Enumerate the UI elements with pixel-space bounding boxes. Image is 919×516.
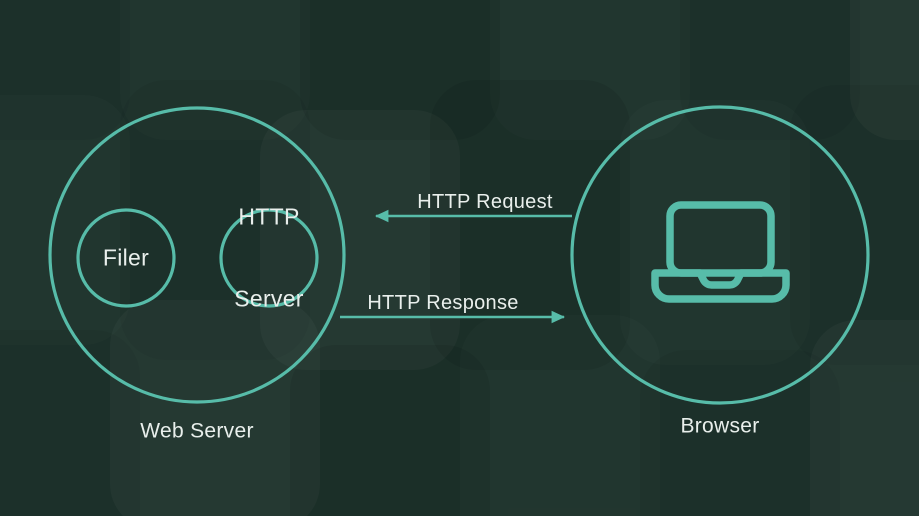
http-server-label-line1: HTTP [238, 203, 300, 230]
browser-label: Browser [680, 414, 760, 438]
filer-label: Filer [102, 244, 150, 271]
browser-circle[interactable] [570, 105, 870, 405]
http-request-label: HTTP Request [417, 191, 553, 214]
web-server-label: Web Server [140, 419, 254, 443]
laptop-icon [651, 201, 790, 303]
filer-circle[interactable] [76, 208, 176, 308]
http-server-label: HTTP Server [234, 150, 304, 367]
http-server-circle[interactable] [219, 208, 319, 308]
http-server-label-line2: Server [234, 285, 304, 312]
web-server-circle[interactable] [48, 106, 346, 404]
http-response-label: HTTP Response [367, 292, 519, 315]
